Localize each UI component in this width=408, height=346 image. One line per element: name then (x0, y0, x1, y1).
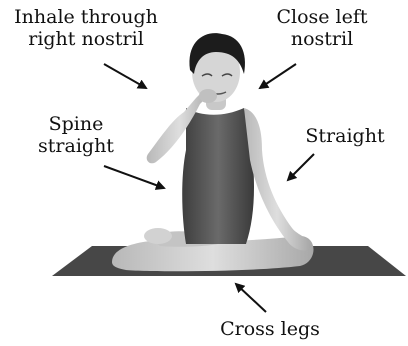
head (189, 33, 245, 102)
arrow-close (260, 64, 296, 88)
label-line: straight (20, 135, 132, 157)
label-line: nostril (262, 28, 382, 50)
tank-top (182, 108, 254, 244)
label-line: Spine (20, 113, 132, 135)
label-spine-straight: Spine straight (20, 113, 132, 157)
arrow-straight (288, 154, 314, 180)
label-line: right nostril (0, 28, 172, 50)
arrow-inhale (104, 64, 146, 88)
label-inhale-right-nostril: Inhale through right nostril (0, 6, 172, 50)
arrow-spine (104, 166, 164, 188)
label-cross-legs: Cross legs (190, 318, 350, 340)
label-straight-arm: Straight (300, 125, 390, 147)
hand-at-nose (199, 89, 217, 103)
label-line: Close left (262, 6, 382, 28)
label-close-left-nostril: Close left nostril (262, 6, 382, 50)
arrow-cross (236, 284, 266, 312)
label-line: Inhale through (0, 6, 172, 28)
